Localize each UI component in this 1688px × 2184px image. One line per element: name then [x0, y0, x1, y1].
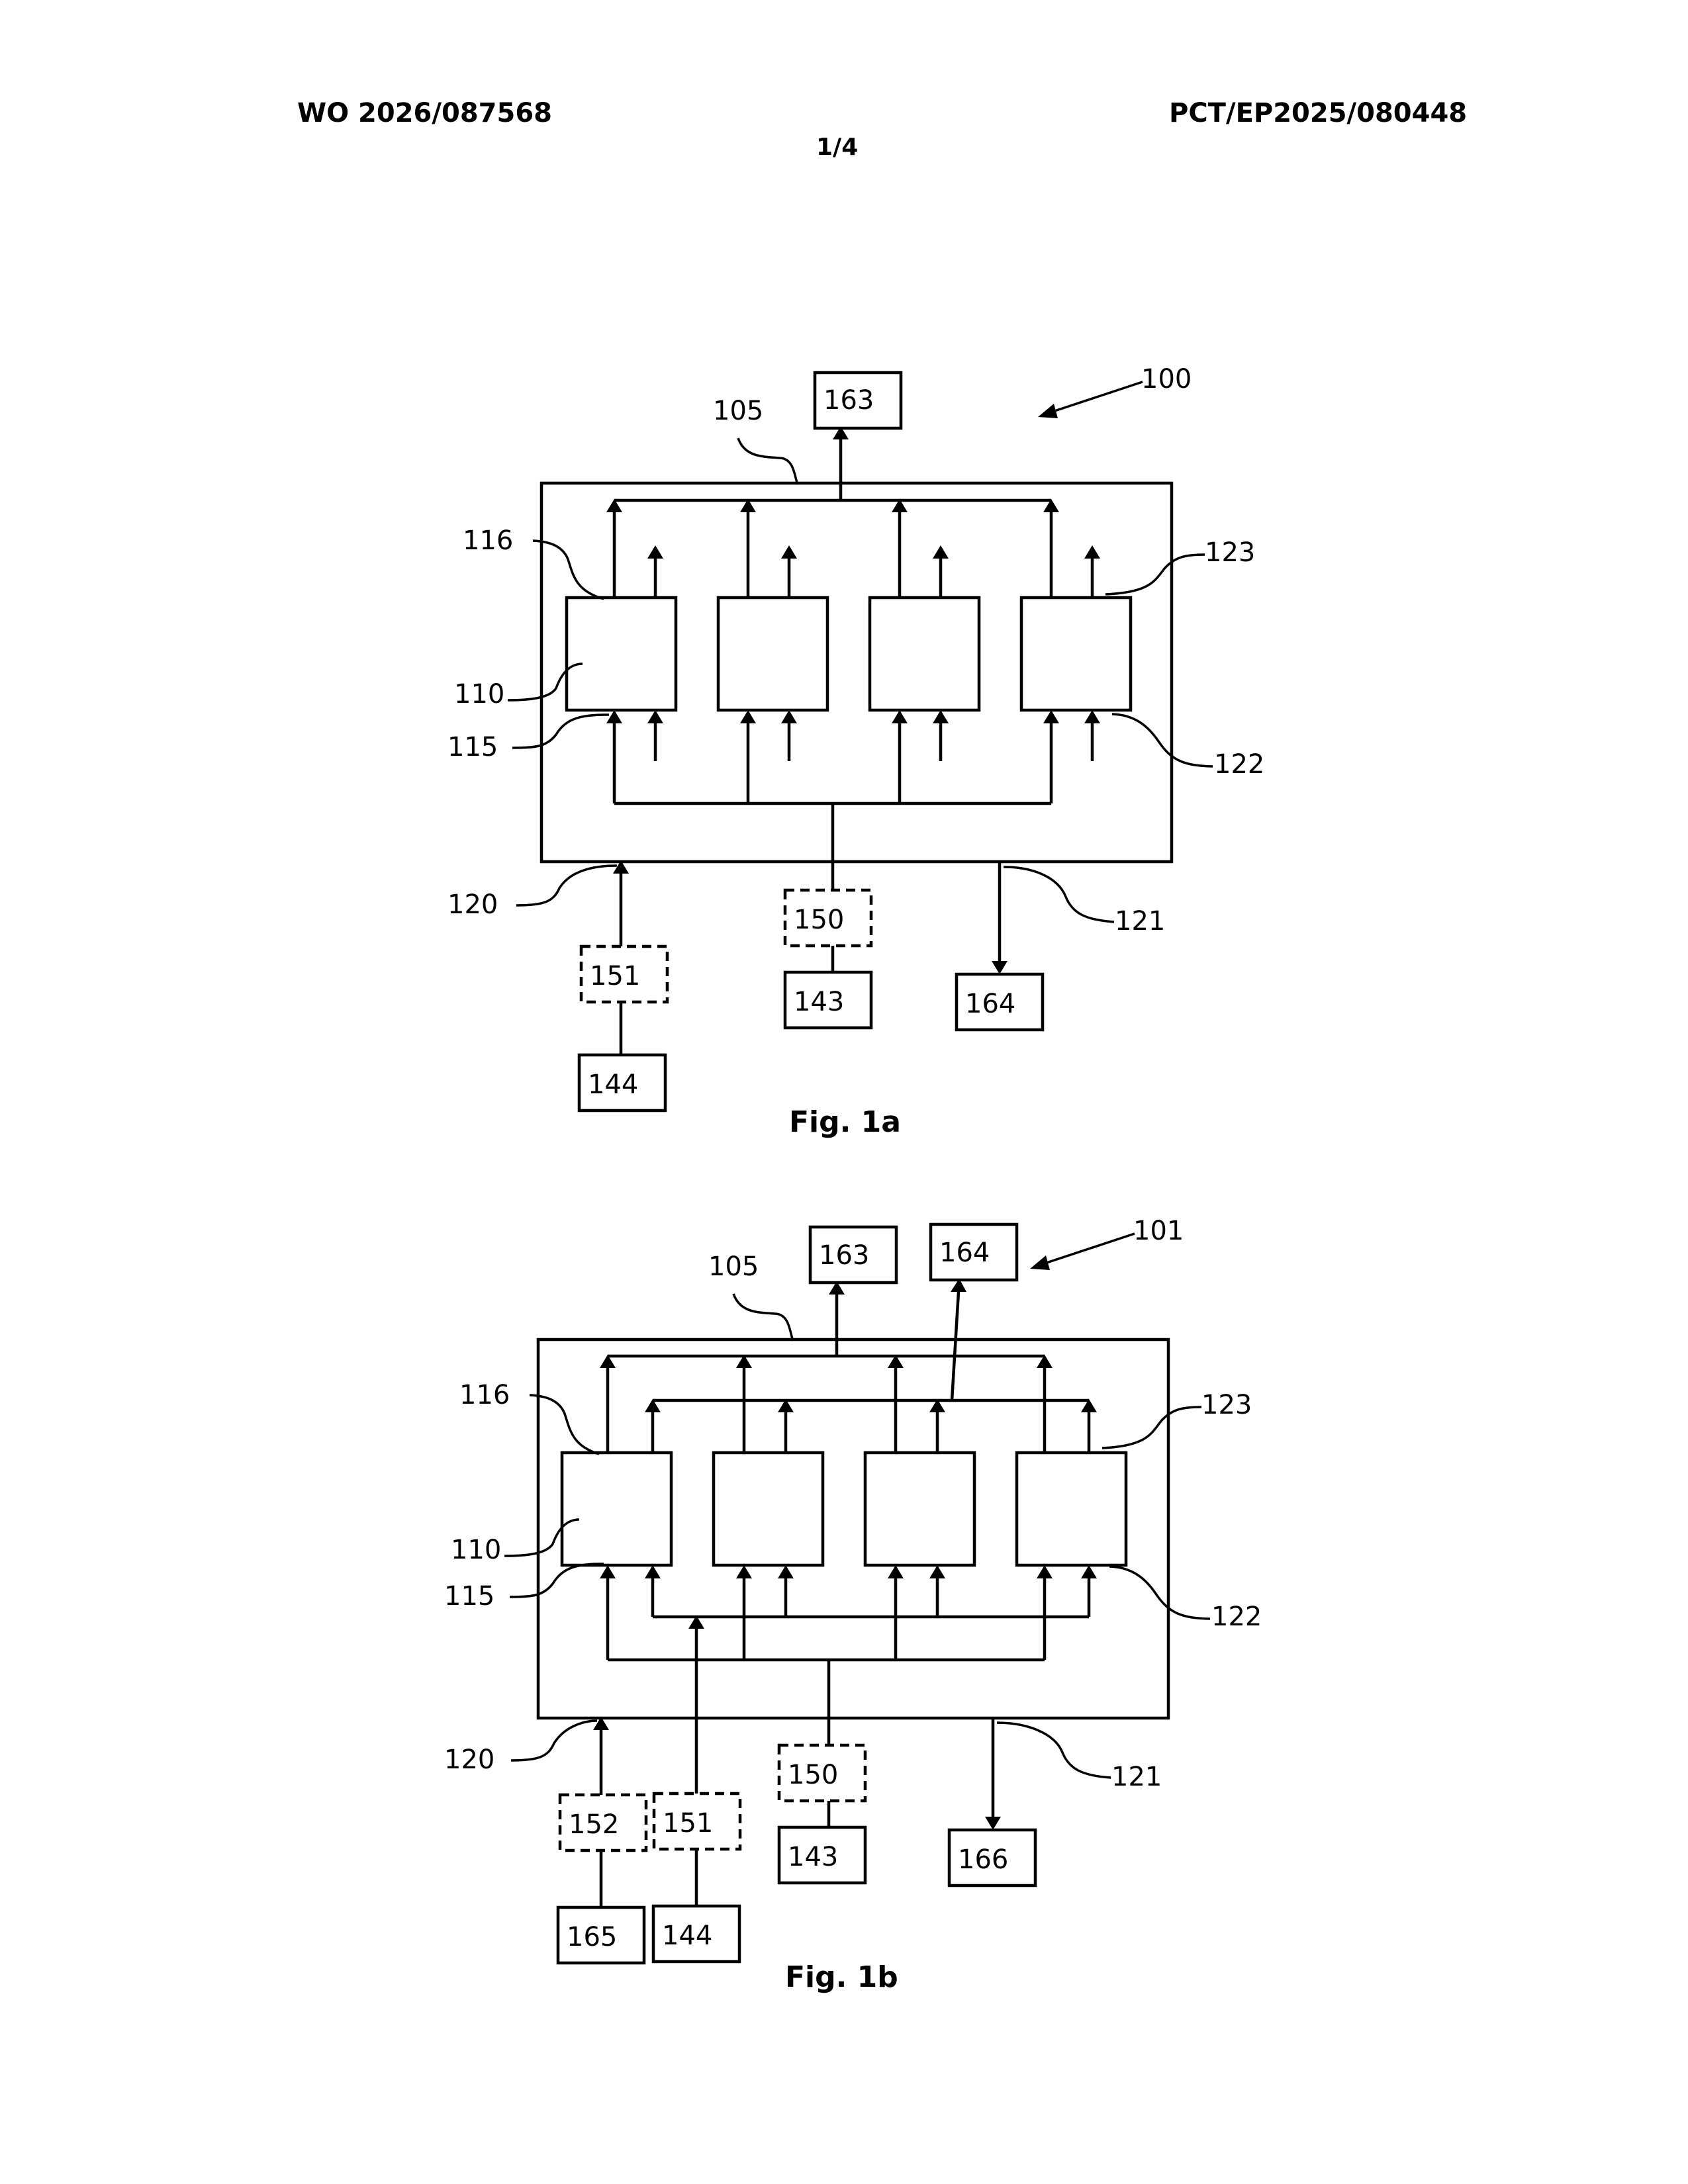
label-123: 123: [1201, 1390, 1252, 1420]
label-143: 143: [788, 1842, 838, 1872]
label-system-100: 100: [1141, 364, 1192, 394]
label-121: 121: [1115, 906, 1165, 936]
label-enclosure-105: 105: [713, 396, 763, 426]
label-143: 143: [794, 987, 844, 1017]
label-115: 115: [444, 1581, 494, 1612]
label-152: 152: [569, 1809, 619, 1840]
label-166: 166: [958, 1844, 1008, 1875]
caption-fig-1a: Fig. 1a: [789, 1105, 901, 1139]
caption-fig-1b: Fig. 1b: [785, 1960, 898, 1994]
figure-1b: 163 164 150 143 166 152 151 165 144 101 …: [444, 1216, 1262, 1994]
label-150: 150: [794, 905, 844, 935]
label-110: 110: [451, 1535, 501, 1565]
module-box-2: [718, 598, 827, 710]
label-121: 121: [1111, 1762, 1162, 1792]
label-116: 116: [463, 525, 513, 556]
label-120: 120: [444, 1745, 494, 1775]
label-151: 151: [590, 961, 640, 991]
module-box-4: [1021, 598, 1131, 710]
label-120: 120: [447, 889, 498, 920]
module-box-3: [870, 598, 979, 710]
module-box-2: [714, 1453, 823, 1565]
label-144: 144: [662, 1921, 712, 1951]
label-122: 122: [1214, 749, 1264, 780]
label-163: 163: [823, 385, 874, 416]
module-box-1: [567, 598, 676, 710]
figure-1a: 163 150 143 164 151 144 100 105 116 110 …: [447, 364, 1264, 1139]
module-box-3: [865, 1453, 974, 1565]
label-123: 123: [1205, 537, 1255, 568]
system-pointer: [1053, 382, 1143, 412]
label-system-101: 101: [1133, 1216, 1184, 1246]
label-110: 110: [454, 679, 504, 709]
label-164: 164: [939, 1238, 990, 1268]
label-115: 115: [447, 732, 498, 762]
label-163: 163: [819, 1240, 869, 1271]
module-box-1: [562, 1453, 671, 1565]
label-151: 151: [663, 1808, 713, 1839]
system-pointer-head: [1038, 404, 1058, 418]
label-164: 164: [965, 989, 1015, 1019]
label-116: 116: [459, 1380, 510, 1410]
label-150: 150: [788, 1760, 838, 1790]
label-122: 122: [1211, 1602, 1262, 1632]
label-144: 144: [588, 1069, 638, 1100]
system-pointer: [1045, 1234, 1135, 1263]
label-165: 165: [567, 1922, 617, 1952]
module-box-4: [1017, 1453, 1126, 1565]
label-enclosure-105: 105: [708, 1251, 759, 1282]
out-port-arrow: [992, 961, 1008, 974]
